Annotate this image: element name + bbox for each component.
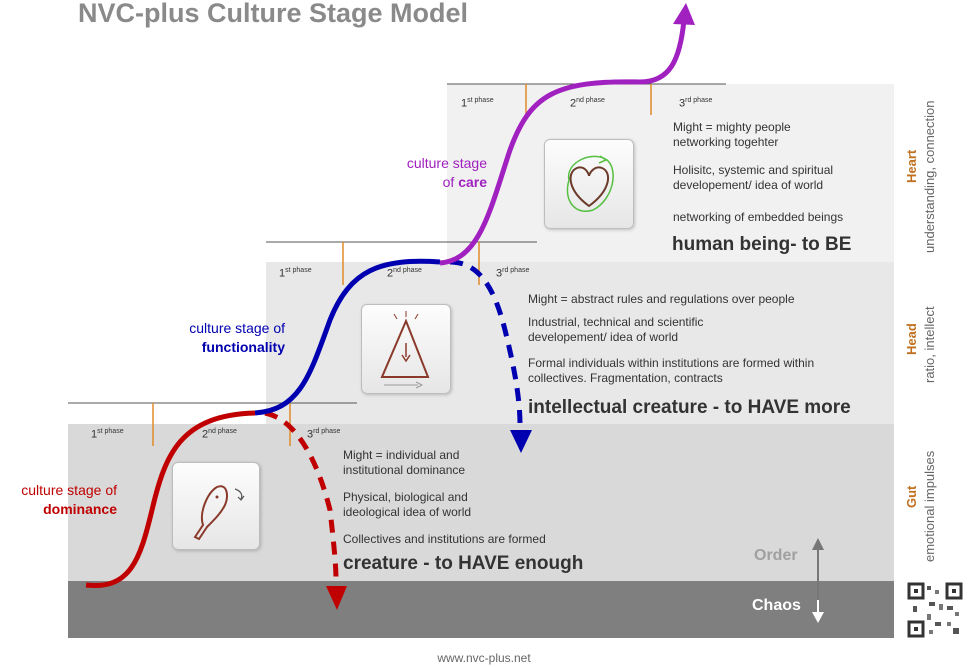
order-label: Order bbox=[754, 547, 798, 564]
gut-phase-1: 1st phase bbox=[91, 428, 124, 441]
head-phase-1: 1st phase bbox=[279, 267, 312, 280]
heart-icon bbox=[544, 139, 634, 229]
heart-band bbox=[447, 84, 894, 264]
level-gut: Gut bbox=[904, 485, 919, 508]
care-might: Might = mighty people networking togehte… bbox=[673, 120, 791, 149]
care-social: networking of embedded beings bbox=[673, 210, 844, 224]
dominance-idea: Physical, biological and ideological ide… bbox=[343, 490, 472, 519]
care-idea: Holisitc, systemic and spiritual develop… bbox=[673, 163, 834, 192]
head-phase-2: 2nd phase bbox=[387, 267, 422, 280]
dominance-motto: creature - to HAVE enough bbox=[343, 553, 584, 574]
level-heart: Heart bbox=[904, 149, 919, 183]
level-heart-desc: understanding, connection bbox=[922, 100, 937, 253]
dominance-social: Collectives and institutions are formed bbox=[343, 532, 546, 546]
chaos-label: Chaos bbox=[752, 597, 801, 614]
heart-phase-2: 2nd phase bbox=[570, 97, 605, 110]
head-phase-3: 3rd phase bbox=[496, 267, 530, 280]
gut-phase-2: 2nd phase bbox=[202, 428, 237, 441]
level-head-desc: ratio, intellect bbox=[922, 306, 937, 383]
care-motto: human being- to BE bbox=[672, 234, 852, 255]
page-title: NVC-plus Culture Stage Model bbox=[78, 0, 469, 28]
heart-phase-1: 1st phase bbox=[461, 97, 494, 110]
club-icon bbox=[172, 462, 260, 550]
heart-phase-3: 3rd phase bbox=[679, 97, 713, 110]
triangle-eye-icon bbox=[361, 304, 451, 394]
qr-code-icon bbox=[907, 582, 963, 638]
level-head: Head bbox=[904, 323, 919, 355]
chaos-band bbox=[68, 581, 894, 638]
functionality-motto: intellectual creature - to HAVE more bbox=[528, 397, 851, 418]
level-gut-desc: emotional impulses bbox=[922, 450, 937, 562]
dominance-might: Might = individual and institutional dom… bbox=[343, 448, 466, 477]
functionality-might: Might = abstract rules and regulations o… bbox=[528, 292, 795, 306]
functionality-social: Formal individuals within institutions a… bbox=[528, 356, 815, 385]
functionality-idea: Industrial, technical and scientific dev… bbox=[528, 315, 704, 344]
footer-url: www.nvc-plus.net bbox=[437, 651, 531, 665]
gut-phase-3: 3rd phase bbox=[307, 428, 341, 441]
